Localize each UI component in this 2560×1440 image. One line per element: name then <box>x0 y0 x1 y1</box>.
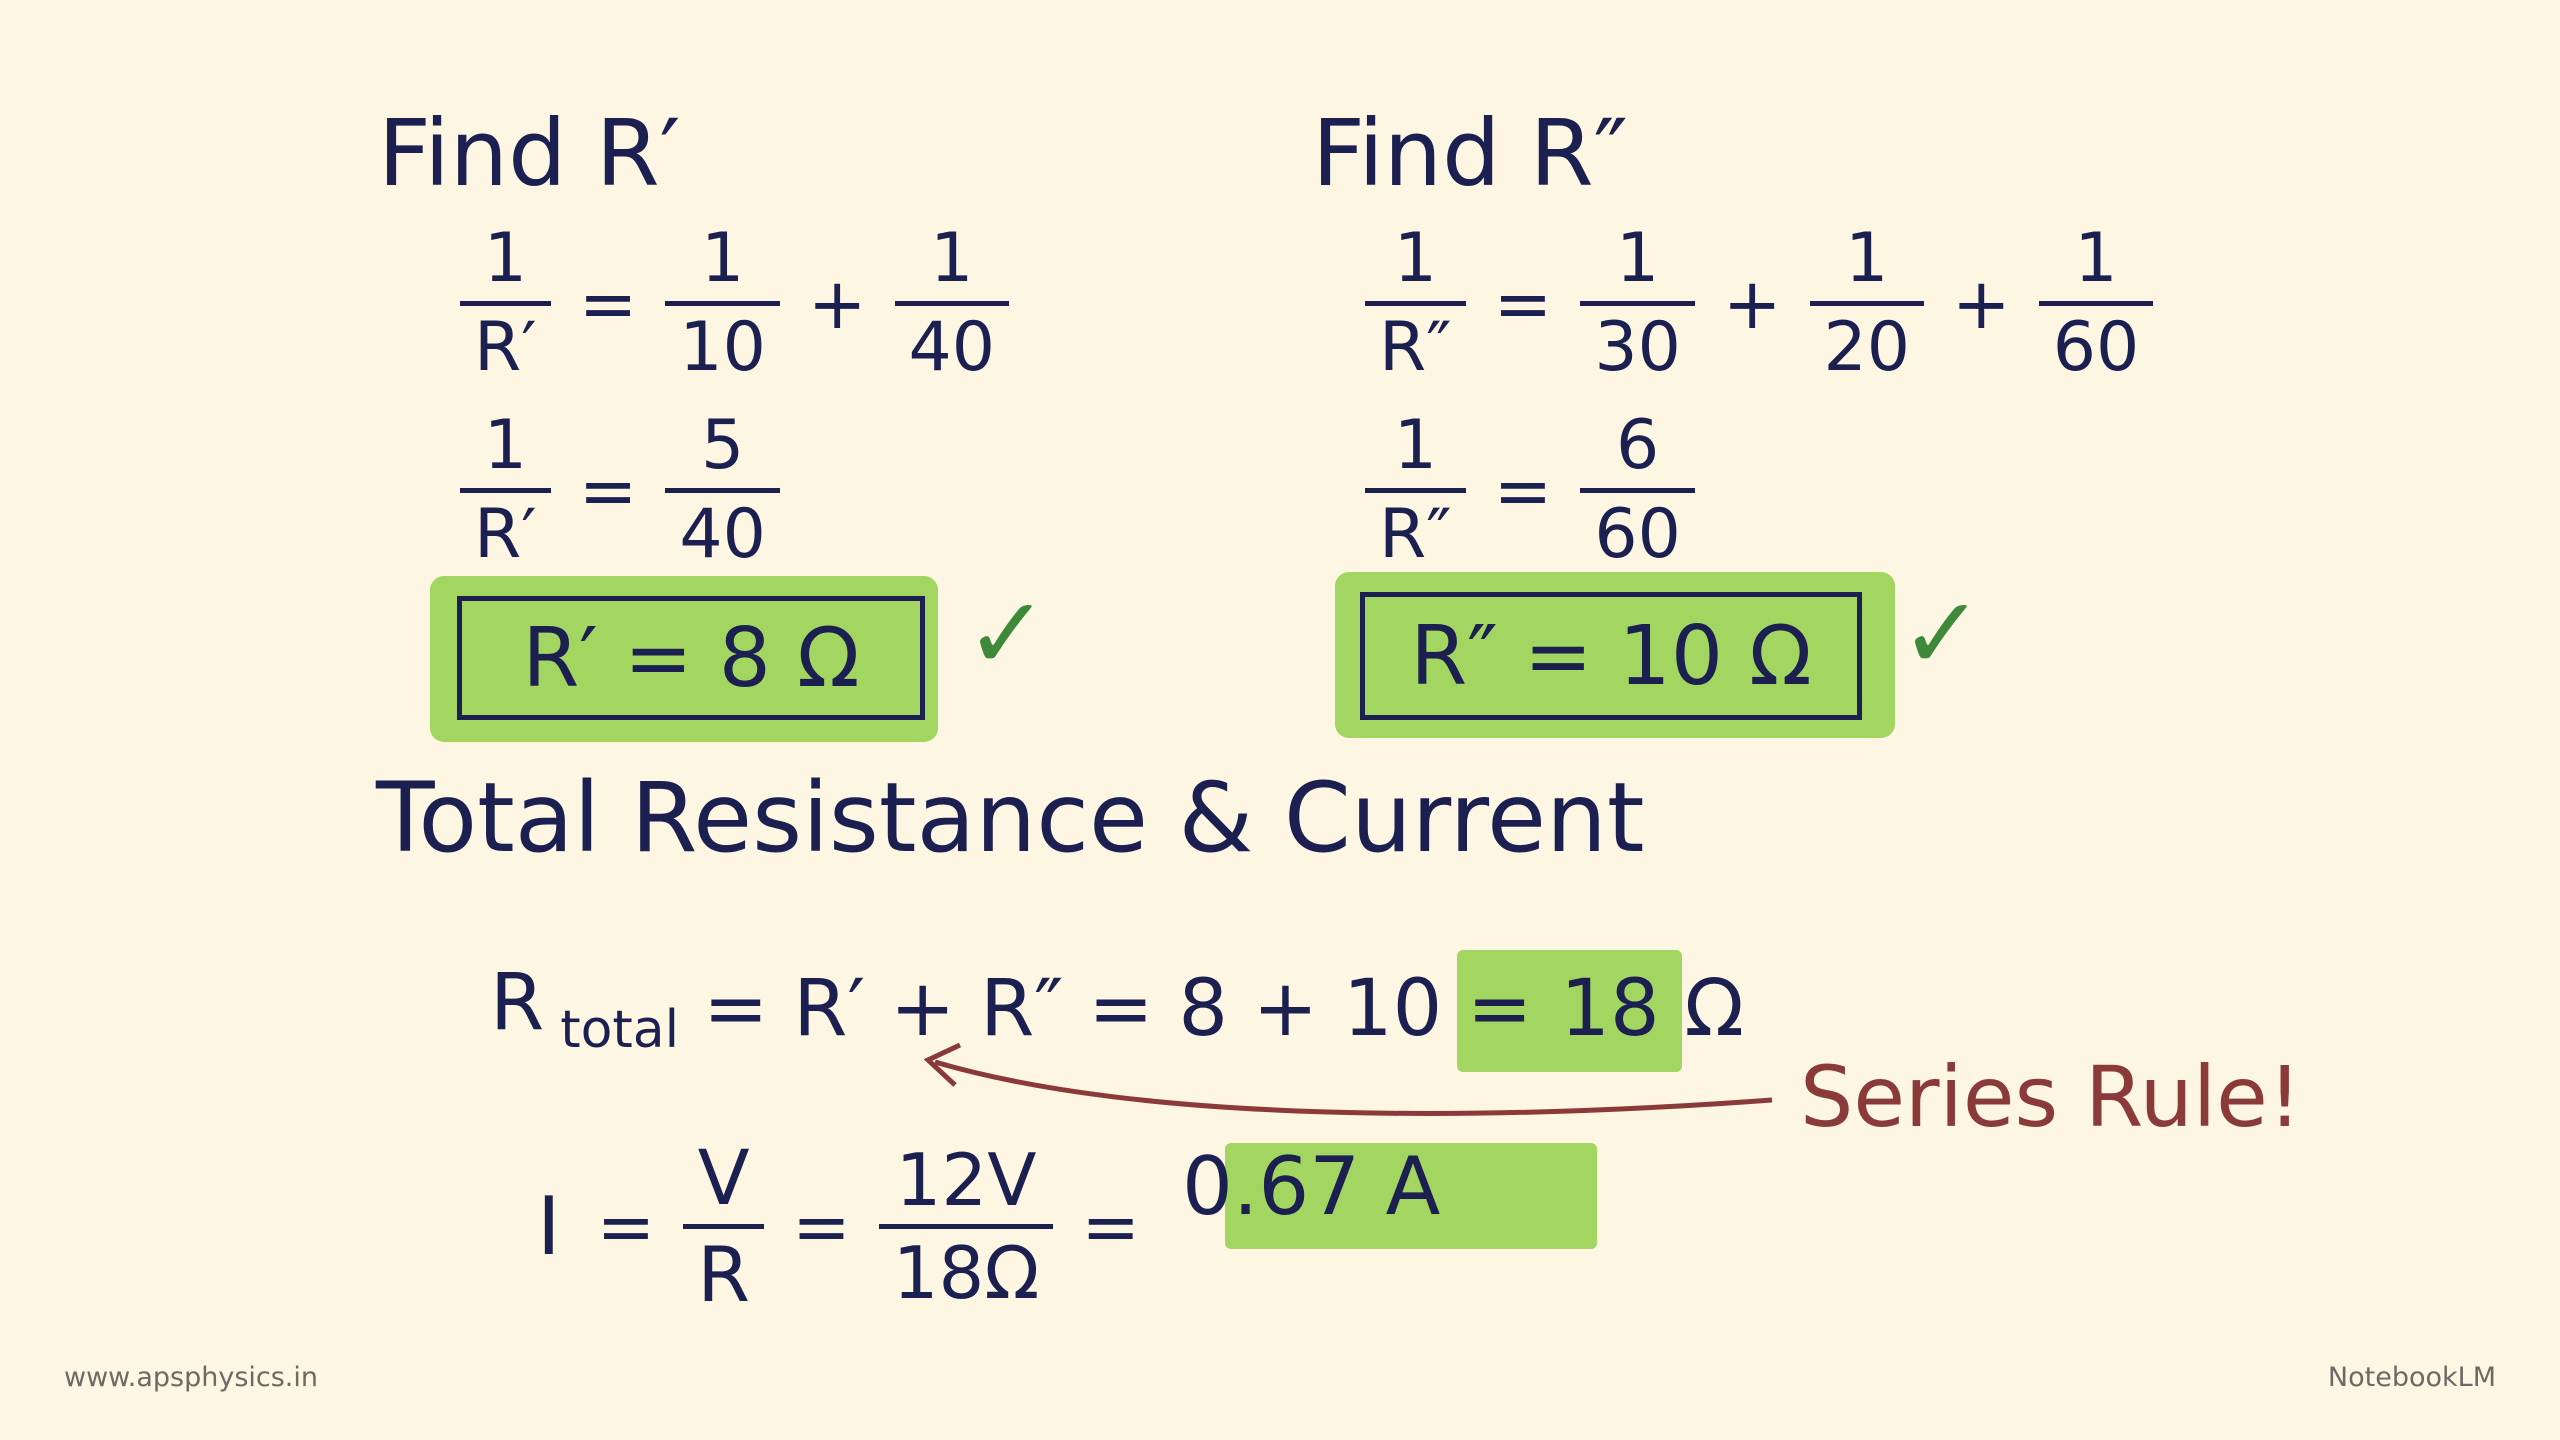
denominator: 20 <box>1809 301 1925 382</box>
highlight <box>1457 950 1682 1072</box>
numerator: 1 <box>930 219 974 298</box>
plus: + <box>807 262 867 345</box>
denominator: R″ <box>1365 301 1466 382</box>
highlight <box>430 576 938 742</box>
numerator: V <box>697 1133 750 1222</box>
r-double-prime-result-box: R″ = 10 Ω <box>1360 592 1862 720</box>
current-answer: 0.67 A <box>1182 1140 1441 1233</box>
equals: = <box>1493 262 1553 345</box>
equals: = <box>578 262 638 345</box>
denominator: R″ <box>1365 488 1466 569</box>
numerator: 1 <box>1393 219 1437 298</box>
numerator: 5 <box>700 406 745 485</box>
equals: = <box>578 449 638 532</box>
numerator: 6 <box>1615 406 1660 485</box>
denominator: 10 <box>665 301 780 382</box>
subscript-total: total <box>560 1000 680 1060</box>
r-prime-result-box: R′ = 8 Ω <box>457 596 925 720</box>
plus: + <box>1952 262 2011 345</box>
plus: + <box>1722 262 1782 345</box>
total-heading: Total Resistance & Current <box>376 762 1645 874</box>
checkmark-icon: ✓ <box>1900 575 1984 692</box>
find-r-double-prime-title: Find R″ <box>1312 100 1629 207</box>
notebooklm-watermark: NotebookLM <box>2327 1362 2496 1393</box>
current-symbol: I <box>537 1180 561 1273</box>
website-watermark: www.apsphysics.in <box>64 1362 319 1393</box>
numerator: 1 <box>1393 406 1437 485</box>
equals: = <box>1081 1185 1141 1268</box>
numerator: 1 <box>700 219 745 298</box>
checkmark-icon: ✓ <box>965 575 1049 692</box>
highlight <box>1335 572 1895 738</box>
denominator: R′ <box>460 488 551 569</box>
denominator: R <box>683 1224 765 1313</box>
numerator: 1 <box>483 406 527 485</box>
series-rule-annotation: Series Rule! <box>1800 1048 2302 1146</box>
denominator: 60 <box>2038 301 2154 382</box>
denominator: 60 <box>1580 488 1695 569</box>
numerator: 1 <box>2074 219 2118 298</box>
equals: = <box>792 1185 851 1268</box>
denominator: R′ <box>460 301 551 382</box>
equals: = <box>1493 449 1553 532</box>
denominator: 40 <box>894 301 1010 382</box>
r-total-answer: 18 Ω <box>1560 964 1745 1054</box>
r-total-expression: = R′ + R″ = 8 + 10 = <box>703 964 1533 1054</box>
denominator: 30 <box>1580 301 1695 382</box>
denominator: 40 <box>665 488 780 569</box>
highlight <box>1225 1143 1597 1249</box>
find-r-prime-title: Find R′ <box>378 100 681 207</box>
numerator: 12V <box>895 1138 1037 1222</box>
numerator: 1 <box>1615 219 1660 298</box>
denominator: 18Ω <box>878 1224 1054 1309</box>
numerator: 1 <box>483 219 527 298</box>
numerator: 1 <box>1845 219 1889 298</box>
equals: = <box>596 1185 656 1268</box>
